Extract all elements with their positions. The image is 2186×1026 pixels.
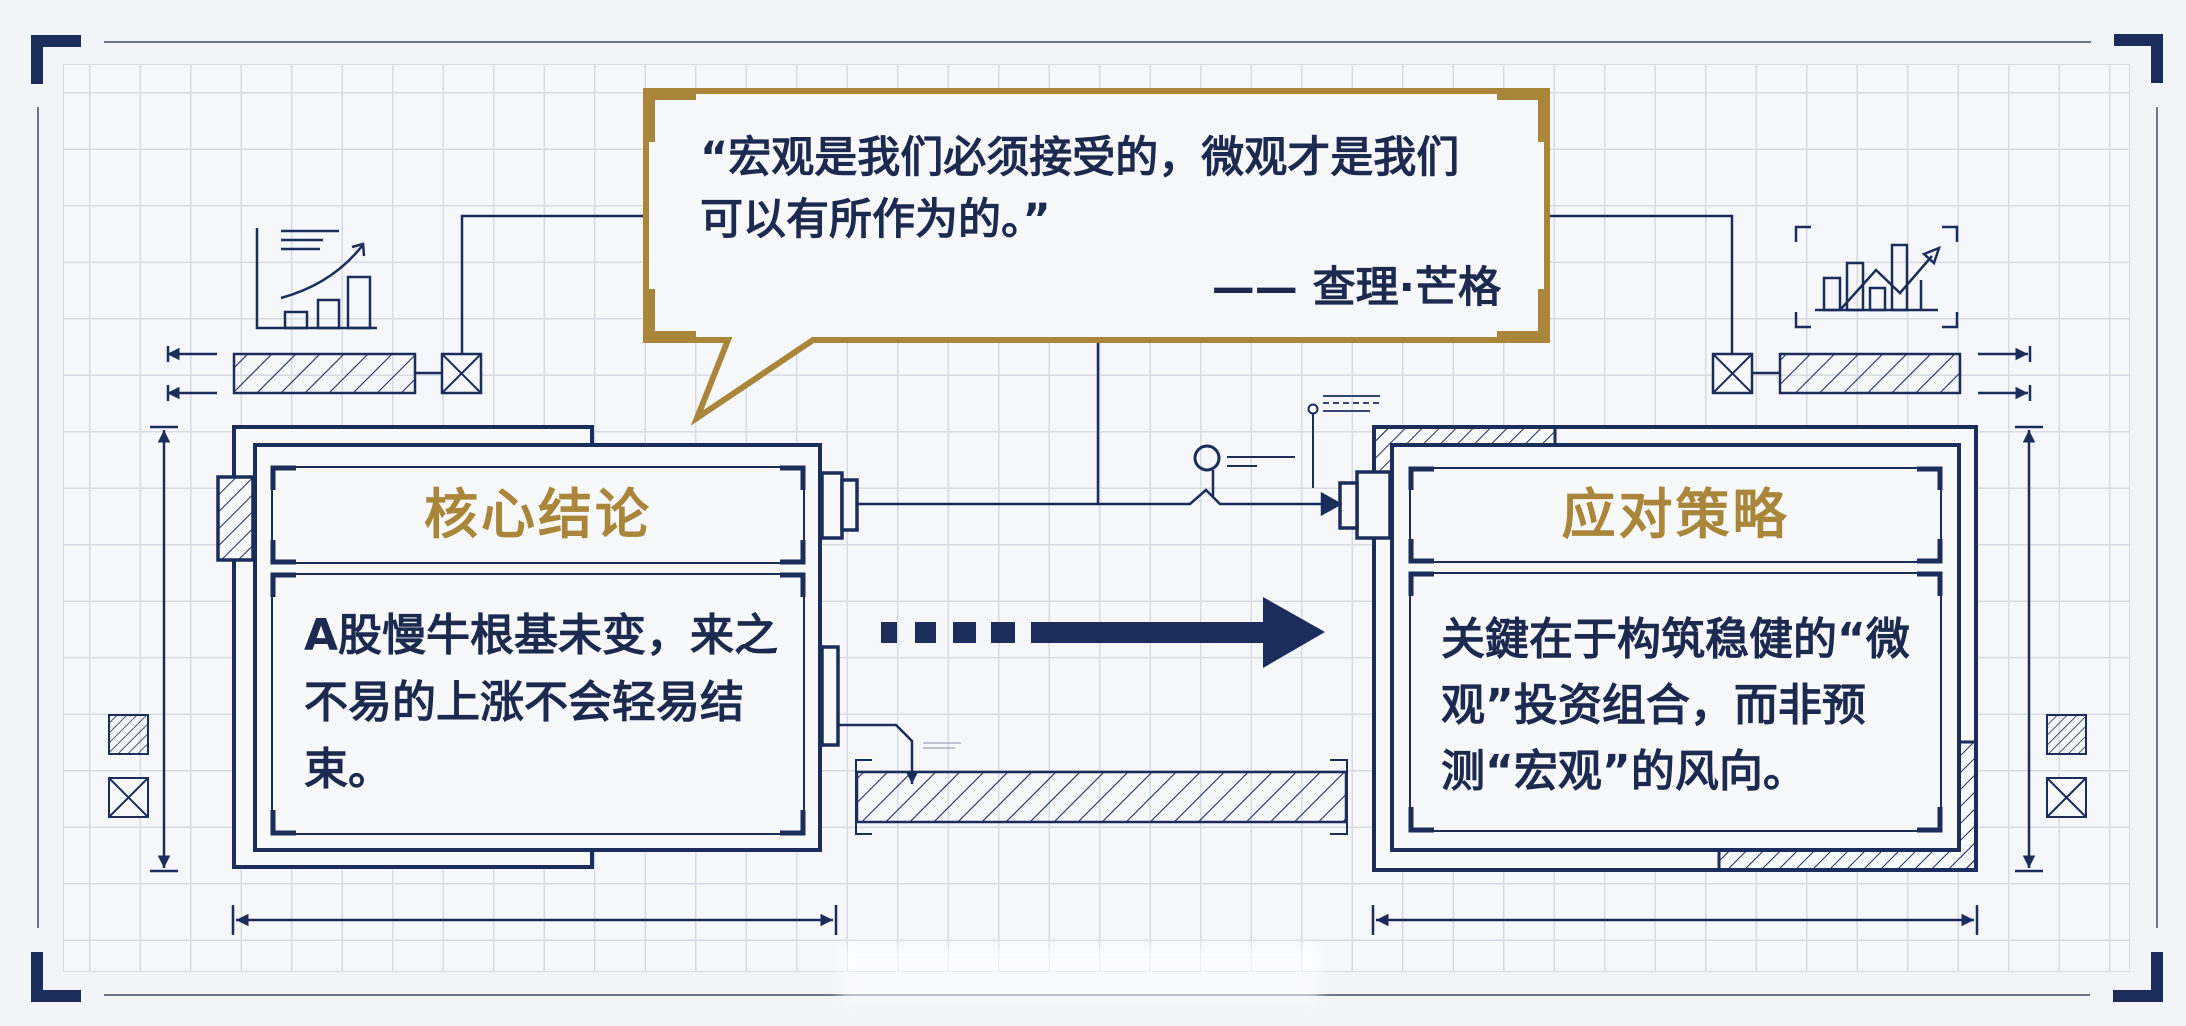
connector-tab [820,471,844,540]
cross-box-icon [440,352,483,395]
quote-text: “宏观是我们必须接受的，微观才是我们 可以有所作为的。” [700,127,1459,251]
hatched-square-icon [108,714,149,755]
title-panel [271,466,805,564]
body-line: 束。 [304,744,392,795]
quote-line: 可以有所作为的。” [700,195,1051,245]
cross-box-icon [1711,352,1754,395]
hatched-block-icon [232,352,417,395]
connector-tab [820,645,840,747]
connector-line [460,214,643,354]
quote-attribution: —— 查理·芒格 [1211,263,1501,313]
left-card-frame [216,425,859,869]
hatched-block-icon [1778,352,1962,395]
corner-bracket-top-right [2114,34,2163,83]
flow-arrow-icon [881,597,1325,668]
quote-line: “宏观是我们必须接受的，微观才是我们 [700,133,1460,183]
hatched-tab [216,475,255,562]
left-card-title: 核心结论 [424,483,652,546]
corner-bracket-bottom-right [2113,952,2163,1002]
body-line: A股慢牛根基未变，来之 [304,610,779,661]
connector-tab [1338,481,1359,530]
side-legend-squares [108,714,2087,818]
middle-connectors [857,343,1380,517]
right-top-annotation [1550,214,2032,401]
dimension-lines [150,425,2043,935]
body-panel [1409,572,1942,832]
lower-connector [838,723,1348,835]
corner-bracket-bottom-left [31,952,81,1002]
hatched-strips [1374,427,1976,870]
hatched-square-icon [2046,714,2087,755]
badge-icon [1193,444,1295,496]
pin-marker-icon [1307,395,1380,488]
left-top-annotation [166,214,643,401]
frame-corner-brackets [31,34,2163,1002]
left-card-body: A股慢牛根基未变，来之 不易的上涨不会轻易结 束。 [304,602,778,803]
dimension-arrow-icon [1978,346,2032,401]
bar-line-chart-trend-icon [1794,225,1959,329]
body-line: 观”投资组合，而非预 [1441,680,1866,731]
connector-line [1550,214,1734,354]
right-card-title: 应对策略 [1561,483,1790,546]
hatched-beam [855,770,1348,824]
right-card-body: 关鍵在于构筑稳健的“微 观”投资组合，而非预 测“宏观”的风向。 [1441,607,1910,805]
connector-arrowhead [1320,491,1343,517]
connector-tab [840,478,859,532]
main-connector-line [857,488,1324,506]
quote-speech-bubble [643,88,1550,426]
corner-bracket-top-left [31,35,81,84]
connector-tab [1355,470,1392,540]
bubble-corner-accents [643,88,1550,343]
body-line: 不易的上涨不会轻易结 [304,677,744,728]
body-line: 关鍵在于构筑稳健的“微 [1441,614,1910,665]
body-panel [271,573,805,835]
dimension-arrow-icon [166,346,217,401]
watermark-blur [840,945,1320,1003]
title-panel [1409,467,1942,563]
right-card-frame [1338,425,1978,872]
body-line: 测“宏观”的风向。 [1441,746,1807,797]
bar-chart-growth-icon [255,228,377,330]
